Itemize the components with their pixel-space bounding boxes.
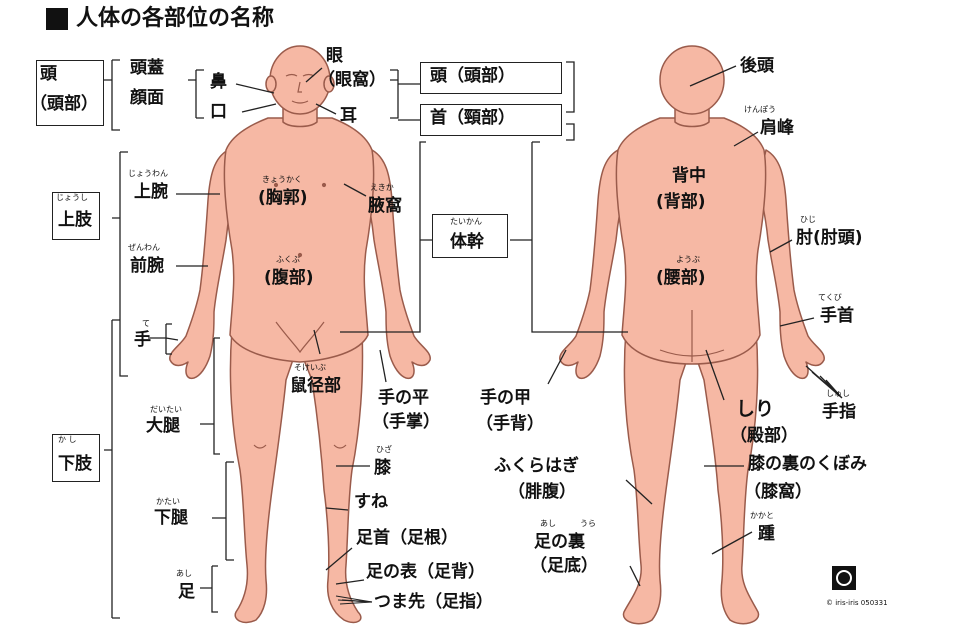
label-face: 顔面: [130, 88, 164, 108]
neck-box-right: [420, 104, 562, 136]
label-head: 頭: [40, 64, 57, 84]
label-head-part: （頭部）: [30, 94, 98, 114]
label-head-box: 頭（頭部）: [430, 66, 515, 86]
ruby-sole-1: あし: [540, 519, 556, 528]
ruby-wrist: てくび: [818, 293, 842, 302]
label-upper-arm: 上腕: [134, 182, 168, 202]
label-back-of-knee: 膝の裏のくぼみ: [748, 454, 867, 474]
label-sole-sub: （足底）: [530, 556, 598, 576]
label-groin: 鼠径部: [290, 376, 341, 396]
ruby-trunk: たいかん: [450, 217, 482, 226]
trunk-box: [432, 214, 508, 258]
label-instep: 足の表（足背）: [366, 562, 485, 582]
upper-limb-box: [52, 192, 100, 240]
diagram-title: 人体の各部位の名称: [76, 6, 275, 31]
label-lumbar: (腰部): [656, 268, 706, 288]
front-body-figure: [169, 45, 431, 624]
label-acromion: 肩峰: [760, 118, 794, 138]
label-hand: 手: [134, 330, 151, 350]
label-chest: (胸郭): [258, 188, 308, 208]
label-back-sub: (背部): [656, 192, 706, 212]
ruby-acromion: けんぽう: [744, 105, 776, 114]
label-cranium: 頭蓋: [130, 58, 164, 78]
label-forearm: 前腕: [130, 256, 164, 276]
label-sole: 足の裏: [534, 532, 585, 552]
ruby-knee: ひざ: [376, 445, 392, 454]
ruby-chest: きょうかく: [262, 175, 302, 184]
iris-logo: [832, 566, 856, 590]
label-heel: 踵: [758, 524, 775, 544]
ruby-armpit: えきか: [370, 183, 394, 192]
ruby-abdomen: ふくぶ: [276, 255, 300, 264]
ruby-lower-leg: かたい: [156, 497, 180, 506]
ruby-heel: かかと: [750, 511, 774, 520]
front-face-details: [253, 73, 347, 449]
title-square-icon: [46, 8, 68, 30]
label-upper-limb: 上肢: [58, 210, 92, 230]
ruby-upper-limb: じょうし: [56, 193, 88, 202]
label-neck-box: 首（頸部）: [430, 108, 515, 128]
head-box-left: [36, 60, 104, 126]
label-nose: 鼻: [210, 72, 227, 92]
label-ankle: 足首（足根）: [356, 528, 458, 548]
ruby-upper-arm: じょうわん: [128, 169, 168, 178]
label-buttocks: しり: [736, 398, 775, 420]
label-calf-sub: （腓腹）: [508, 482, 576, 502]
ruby-foot: あし: [176, 569, 192, 578]
label-wrist: 手首: [820, 306, 854, 326]
label-mouth: 口: [210, 102, 227, 122]
label-palm: 手の平: [378, 388, 429, 408]
label-ear: 耳: [340, 106, 357, 126]
label-shin: すね: [354, 492, 388, 512]
ruby-thigh: だいたい: [150, 405, 182, 414]
toe-lines: [335, 595, 373, 605]
label-lower-leg: 下腿: [154, 508, 188, 528]
label-back-of-hand-sub: （手背）: [476, 414, 544, 434]
ruby-forearm: ぜんわん: [128, 243, 160, 252]
ruby-lower-limb: か し: [58, 435, 77, 444]
back-body-details: [659, 310, 725, 362]
label-foot: 足: [178, 582, 195, 602]
label-eye-socket: （眼窩）: [318, 70, 386, 90]
label-back: 背中: [672, 166, 706, 186]
label-buttocks-sub: （殿部）: [730, 426, 798, 446]
back-body-figure: [559, 45, 825, 625]
label-back-of-hand: 手の甲: [480, 388, 531, 408]
label-back-of-knee-sub: （膝窩）: [744, 482, 812, 502]
leader-lines: [104, 59, 843, 619]
label-armpit: 腋窩: [368, 196, 402, 216]
ruby-groin: そけいぶ: [294, 363, 326, 372]
lower-limb-box: [52, 434, 100, 482]
label-calf: ふくらはぎ: [494, 456, 579, 476]
ruby-fingers: しゅし: [826, 389, 850, 398]
label-knee: 膝: [374, 458, 391, 478]
ruby-elbow: ひじ: [800, 215, 816, 224]
label-palm-sub: （手掌）: [372, 412, 440, 432]
ruby-lumbar: ようぶ: [676, 255, 700, 264]
label-elbow: 肘(肘頭): [796, 228, 863, 248]
label-abdomen: (腹部): [264, 268, 314, 288]
label-thigh: 大腿: [146, 416, 180, 436]
label-lower-limb: 下肢: [58, 454, 92, 474]
label-eye: 眼: [326, 46, 343, 66]
label-toes: つま先（足指）: [374, 592, 493, 612]
ruby-hand: て: [142, 319, 150, 328]
label-fingers: 手指: [822, 402, 856, 422]
head-box-right: [420, 62, 562, 94]
credit-text: © iris-iris 050331: [826, 599, 888, 607]
ruby-sole-2: うら: [580, 519, 596, 528]
label-back-of-head: 後頭: [740, 56, 774, 76]
label-trunk: 体幹: [450, 232, 484, 252]
